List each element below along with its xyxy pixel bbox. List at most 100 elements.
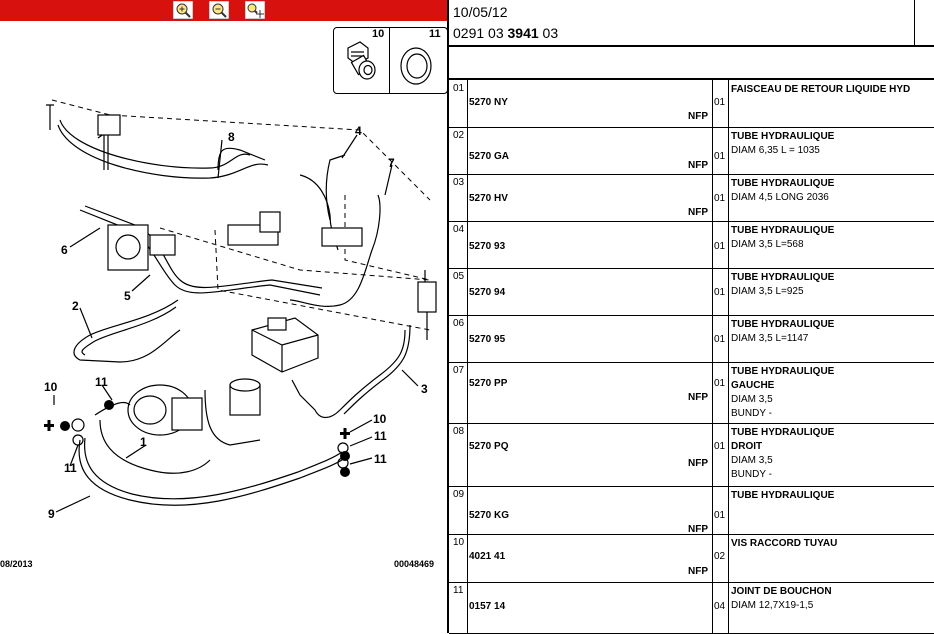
part-title: VIS RACCORD TUYAU [731,538,838,549]
part-reference[interactable]: 5270 95 [469,334,506,345]
column-divider [712,127,713,174]
plus-markers [44,400,350,477]
callout-11-right-bottom: 11 [374,452,387,466]
part-detail: DIAM 3,5 L=1147 [731,333,809,344]
column-divider [467,315,468,362]
part-reference[interactable]: 5270 94 [469,287,506,298]
part-detail: DIAM 3,5 [731,394,773,405]
quantity: 01 [714,287,726,298]
part-description: TUBE HYDRAULIQUE [731,489,834,503]
banjo-screw-icon [347,41,376,80]
nfp-flag: NFP [688,566,708,577]
part-title: JOINT DE BOUCHON [731,586,832,597]
nfp-flag: NFP [688,524,708,535]
column-divider [728,486,729,534]
part-reference[interactable]: 5270 93 [469,241,506,252]
part-title: TUBE HYDRAULIQUE [731,319,835,330]
part-description: VIS RACCORD TUYAU [731,537,837,551]
part-reference[interactable]: 5270 GA [469,151,510,162]
pan-zoom-icon [245,1,265,19]
nfp-flag: NFP [688,160,708,171]
part-reference[interactable]: 5270 HV [469,193,508,204]
column-divider [467,486,468,534]
callout-3: 3 [421,382,428,396]
row-number: 01 [453,83,465,94]
row-number: 07 [453,365,465,376]
callout-2: 2 [72,299,79,313]
part-title: TUBE HYDRAULIQUE [731,427,835,438]
part-title-side: GAUCHE [731,380,775,391]
header-rule [449,45,934,47]
column-divider [467,174,468,221]
part-description: FAISCEAU DE RETOUR LIQUIDE HYD [731,83,910,97]
zoom-in-icon [173,1,193,19]
quantity: 04 [714,601,726,612]
callout-5: 5 [124,289,131,303]
part-description: TUBE HYDRAULIQUE DIAM 3,5 L=925 [731,271,834,299]
callout-4: 4 [355,124,362,138]
quantity: 01 [714,441,726,452]
part-detail: DIAM 3,5 L=925 [731,286,804,297]
callout-6: 6 [61,243,68,257]
column-divider [712,268,713,315]
column-divider [728,268,729,315]
inset-drawings [347,41,432,85]
part-title: TUBE HYDRAULIQUE [731,272,835,283]
row-number: 08 [453,426,465,437]
part-reference[interactable]: 5270 PP [469,378,508,389]
column-divider [728,127,729,174]
column-divider [712,315,713,362]
part-reference[interactable]: 0157 14 [469,601,506,612]
pan-zoom-button[interactable] [245,1,265,19]
callout-10-left: 10 [44,380,58,394]
part-title: FAISCEAU DE RETOUR LIQUIDE HYD [731,84,911,95]
header-divider [914,0,915,45]
column-divider [467,268,468,315]
part-reference[interactable]: 5270 NY [469,97,508,108]
zoom-toolbar [0,0,447,21]
zoom-in-button[interactable] [173,1,193,19]
part-reference[interactable]: 5270 KG [469,510,510,521]
column-divider [728,362,729,423]
row-number: 10 [453,537,465,548]
column-divider [467,534,468,582]
part-title: TUBE HYDRAULIQUE [731,178,835,189]
column-divider [728,534,729,582]
nfp-flag: NFP [688,458,708,469]
column-divider [712,534,713,582]
row-number: 03 [453,177,465,188]
column-divider [467,362,468,423]
column-divider [712,582,713,633]
column-divider [728,174,729,221]
panel-separator [447,0,449,633]
row-number: 11 [453,585,464,596]
column-divider [712,174,713,221]
header-ref-suffix: 03 [538,25,559,41]
part-reference[interactable]: 5270 PQ [469,441,509,452]
diagram-code: 00048469 [394,559,435,569]
zoom-out-button[interactable] [209,1,229,19]
callout-11-right-top: 11 [374,429,387,443]
diagram-panel: 10 11 [0,0,448,633]
quantity: 01 [714,193,726,204]
quantity: 01 [714,510,726,521]
part-title-side: DROIT [731,441,763,452]
nfp-flag: NFP [688,207,708,218]
column-divider [712,221,713,268]
part-detail: BUNDY - [731,469,772,480]
part-reference[interactable]: 4021 41 [469,551,506,562]
hydraulic-circuit-diagram: 8 4 7 6 5 2 3 10 11 11 1 9 10 11 11 [44,99,437,521]
